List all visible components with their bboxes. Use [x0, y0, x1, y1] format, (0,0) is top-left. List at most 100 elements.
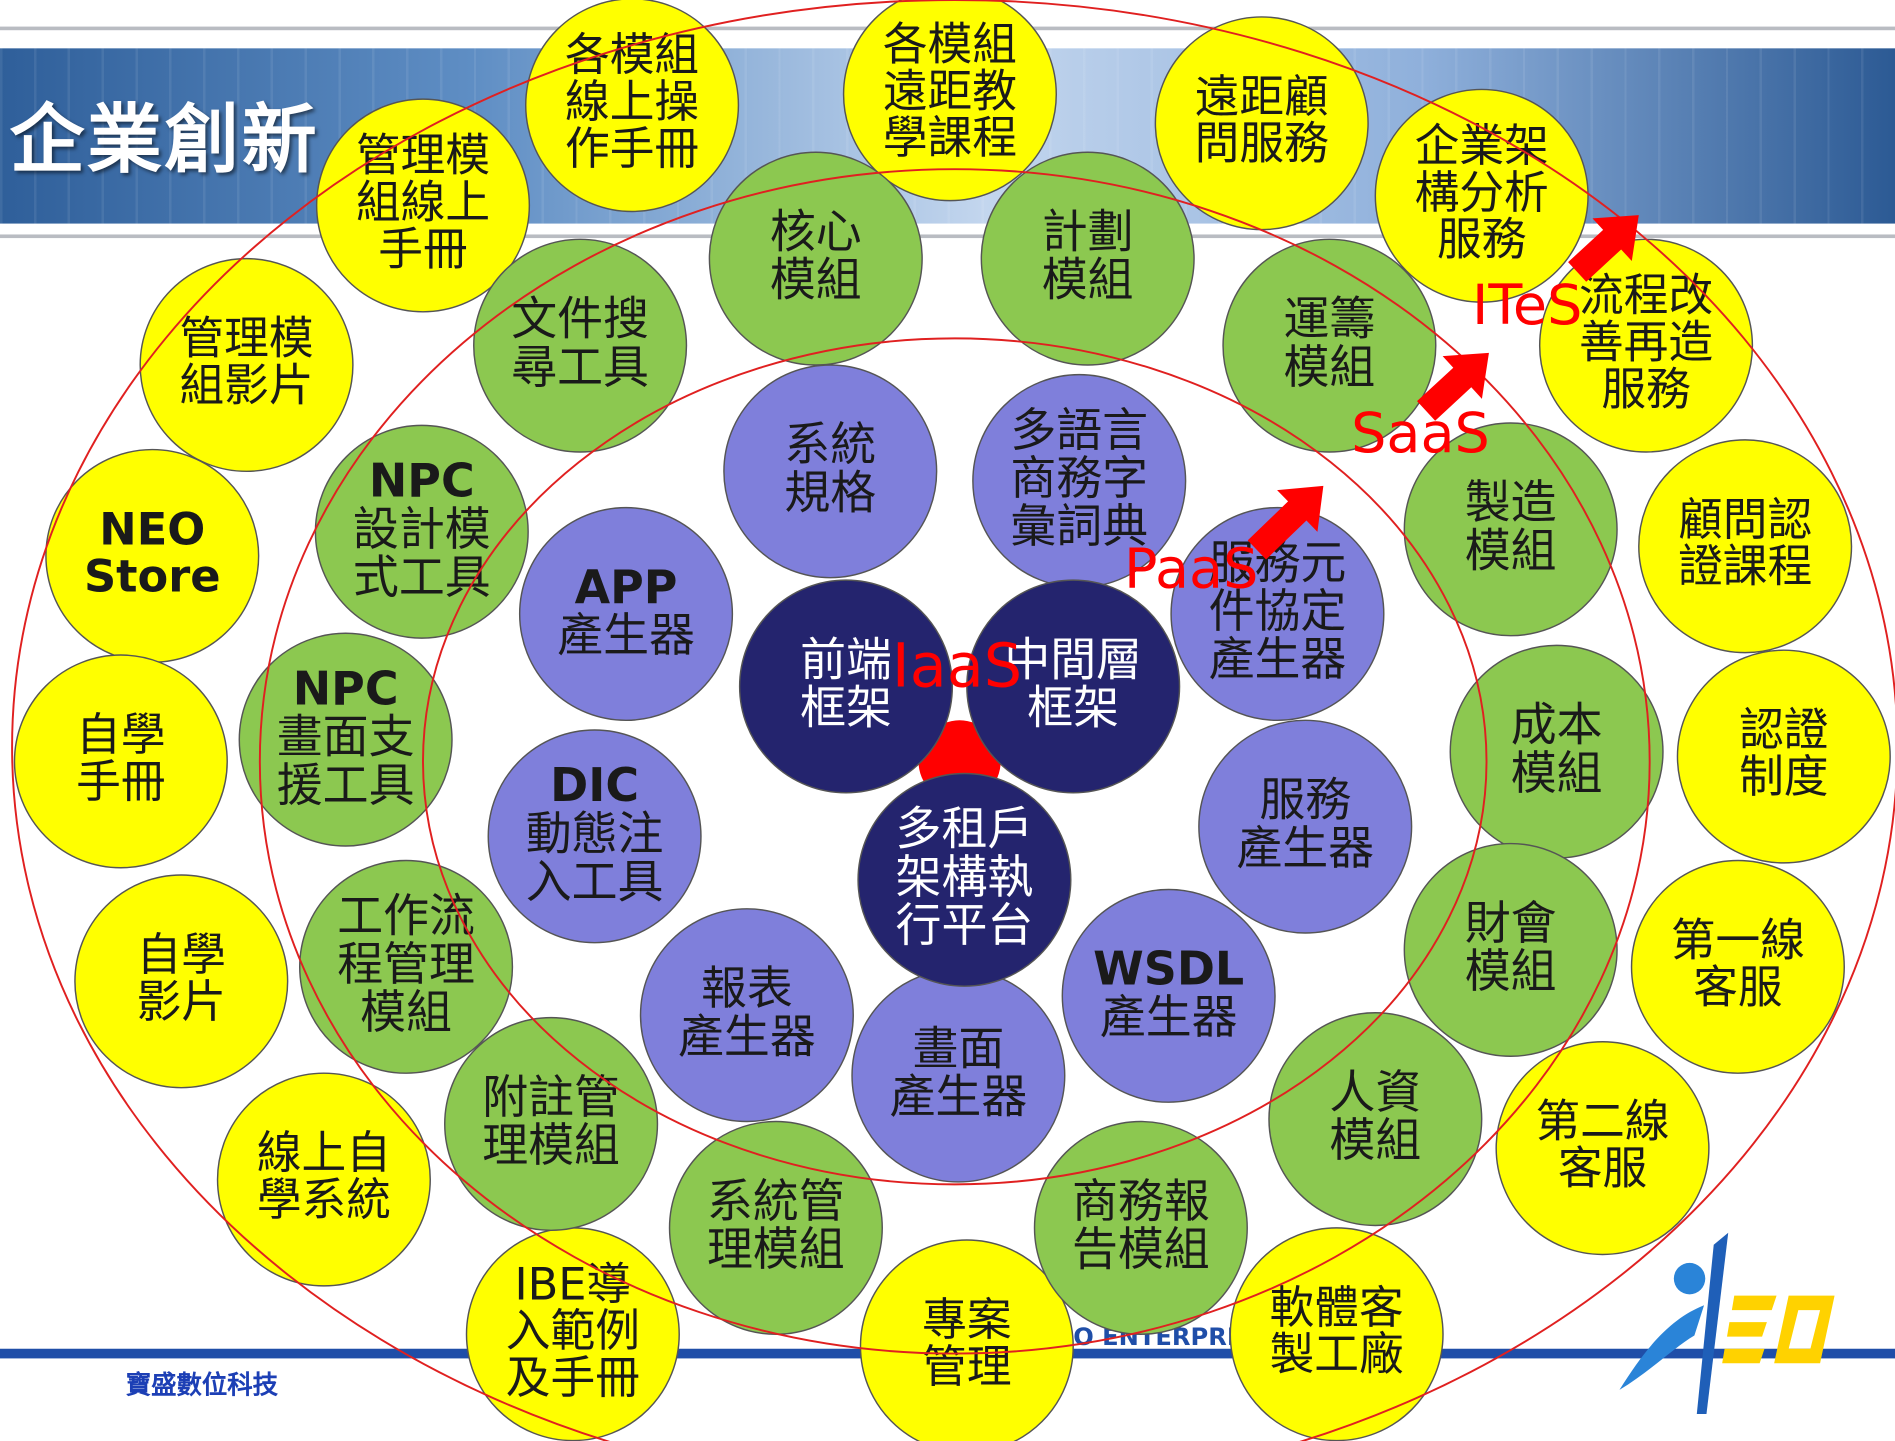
green-node-label: 計劃模組: [1042, 204, 1134, 306]
green-module-node: 文件搜尋工具: [473, 238, 688, 453]
blue-module-node: 服務產生器: [1198, 719, 1413, 934]
green-module-node: 成本模組: [1449, 644, 1664, 859]
green-node-label: 附註管理模組: [482, 1069, 620, 1171]
layer-label-iaas: IaaS: [892, 631, 1022, 701]
yellow-node-circle: [1374, 88, 1589, 303]
green-module-node: 附註管理模組: [444, 1016, 659, 1232]
yellow-node-label: 線上自學系統: [257, 1126, 391, 1226]
yellow-module-node: IBE導入範例及手冊: [465, 1227, 680, 1441]
blue-node-circle: [1061, 888, 1276, 1103]
blue-module-node: 畫面產生器: [851, 968, 1066, 1183]
yellow-node-label: 自學手冊: [76, 708, 165, 808]
yellow-module-node: 認證制度: [1676, 649, 1891, 864]
green-module-node: 計劃模組: [980, 151, 1195, 366]
yellow-node-circle: [525, 0, 740, 213]
yellow-module-node: 線上自學系統: [216, 1072, 431, 1287]
green-module-node: 系統管理模組: [668, 1120, 883, 1335]
yellow-node-label: 各模組遠距教學課程: [883, 17, 1017, 164]
green-node-label: 財會模組: [1465, 895, 1557, 997]
green-module-node: 商務報告模組: [1033, 1120, 1248, 1335]
blue-node-label: 報表產生器: [678, 961, 816, 1063]
yellow-node-circle: [1630, 859, 1845, 1074]
core-node-label: 中間層框架: [1004, 632, 1142, 734]
yellow-node-label: 企業架構分析服務: [1415, 119, 1549, 266]
green-node-circle: [980, 151, 1195, 366]
yellow-module-node: 自學手冊: [13, 654, 228, 869]
green-node-label: 核心模組: [770, 204, 862, 306]
layer-up-arrow: [1568, 215, 1639, 282]
green-module-node: 人資模組: [1268, 1012, 1483, 1227]
layer-up-arrow: [1417, 352, 1489, 421]
layer-ring-1: [422, 337, 1488, 1186]
yellow-module-node: 管理模組線上手冊: [315, 98, 531, 313]
yellow-node-circle: [859, 1239, 1074, 1441]
yellow-node-circle: [315, 98, 531, 313]
green-node-label: 文件搜尋工具: [511, 291, 649, 393]
page-title: 企業創新: [9, 95, 320, 184]
yellow-module-node: 第二線客服: [1495, 1041, 1710, 1256]
green-node-label: 系統管理模組: [707, 1173, 845, 1275]
green-module-node: 工作流程管理模組: [298, 859, 514, 1074]
blue-node-circle: [518, 506, 734, 722]
green-module-node: 運籌模組: [1222, 238, 1437, 453]
green-node-label: 成本模組: [1511, 697, 1603, 799]
green-node-label: 人資模組: [1329, 1065, 1421, 1167]
green-node-circle: [708, 151, 923, 366]
layer-label-ites: ITeS: [1472, 273, 1582, 338]
core-node-circle: [966, 579, 1181, 794]
blue-node-circle: [487, 729, 702, 944]
core-node-label: 多租戶架構執行平台: [896, 801, 1034, 951]
footer-company-name: 寶盛數位科技: [125, 1369, 278, 1400]
yellow-node-circle: [74, 874, 289, 1089]
yellow-module-node: 軟體客製工廠: [1229, 1227, 1444, 1441]
green-node-circle: [1403, 842, 1618, 1057]
yellow-module-node: 各模組遠距教學課程: [842, 0, 1057, 202]
yellow-node-label: 第二線客服: [1535, 1095, 1669, 1195]
yellow-node-label: 自學影片: [137, 928, 226, 1028]
green-node-label: 運籌模組: [1283, 291, 1375, 393]
yellow-module-node: 各模組線上操作手冊: [525, 0, 740, 213]
green-node-circle: [1033, 1120, 1248, 1335]
yellow-node-circle: [139, 257, 354, 473]
yellow-module-node: 企業架構分析服務: [1374, 88, 1589, 303]
yellow-node-label: 管理模組影片: [179, 312, 313, 412]
yellow-node-label: IBE導入範例及手冊: [506, 1257, 640, 1404]
green-node-label: 工作流程管理模組: [337, 888, 475, 1038]
blue-node-label: 畫面產生器: [890, 1021, 1028, 1123]
yellow-module-node: 第一線客服: [1630, 859, 1845, 1074]
blue-module-node: 報表產生器: [639, 908, 854, 1123]
neo-logo: [1619, 1232, 1835, 1415]
yellow-module-node: 流程改善再造服務: [1538, 238, 1754, 453]
core-node-circle: [857, 772, 1072, 987]
layer-up-arrow: [1247, 485, 1324, 560]
yellow-node-label: 軟體客製工廠: [1270, 1281, 1404, 1381]
green-node-label: 製造模組: [1465, 475, 1557, 577]
blue-module-node: 系統規格: [723, 364, 938, 579]
blue-node-label: 多語言商務字彙詞典: [1010, 402, 1148, 552]
yellow-module-node: 自學影片: [74, 874, 289, 1089]
green-node-circle: [1268, 1012, 1483, 1227]
green-node-circle: [1222, 238, 1437, 453]
green-module-node: 財會模組: [1403, 842, 1618, 1057]
green-node-circle: [473, 238, 688, 453]
layer-label-saas: SaaS: [1351, 401, 1490, 466]
green-node-circle: [444, 1016, 659, 1232]
core-node-circle: [738, 579, 954, 794]
core-node-label: 前端框架: [800, 632, 892, 734]
yellow-node-label: 流程改善再造服務: [1579, 269, 1713, 416]
yellow-module-node: 顧問認證課程: [1638, 439, 1853, 654]
green-node-circle: [314, 424, 529, 639]
blue-module-node: 多語言商務字彙詞典: [972, 373, 1187, 589]
